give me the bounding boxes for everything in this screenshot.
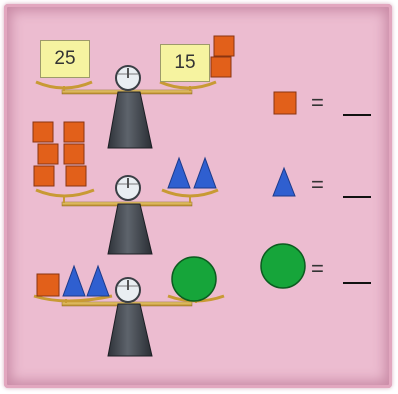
triangle-weight (168, 158, 190, 188)
scale-2-base (108, 204, 152, 254)
scale-3-base (108, 304, 152, 356)
scale-2-right-pan (162, 190, 218, 196)
scale-3-left-load (37, 266, 109, 296)
square-weight (64, 144, 84, 164)
square-weight (66, 166, 86, 186)
scale-2 (36, 176, 218, 254)
left-value: 25 (54, 48, 75, 70)
circle-icon (261, 244, 305, 288)
square-equals: = (311, 92, 324, 114)
right-value-card: 15 (160, 44, 210, 82)
square-weight (38, 144, 58, 164)
scale-2-right-load (168, 158, 216, 188)
triangle-equals: = (311, 174, 324, 196)
right-value: 15 (174, 52, 195, 74)
square-icon (274, 92, 296, 114)
triangle-icon (273, 168, 295, 196)
scale-2-left-load (33, 122, 86, 186)
triangle-answer-blank[interactable] (343, 196, 371, 198)
square-weight (211, 57, 231, 77)
triangle-weight (87, 266, 109, 296)
circle-equals: = (311, 258, 324, 280)
triangle-weight (194, 158, 216, 188)
scale-2-left-pan (36, 190, 94, 196)
scale-1-base (108, 92, 152, 148)
scale-3-left-pan (34, 296, 112, 301)
square-answer-blank[interactable] (343, 114, 371, 116)
left-value-card: 25 (40, 40, 90, 78)
triangle-weight (63, 266, 85, 296)
square-weight (64, 122, 84, 142)
circle-weight (172, 257, 216, 301)
square-weight (37, 274, 59, 296)
scale-1-right-pan (160, 82, 216, 88)
square-weight (214, 36, 234, 56)
circle-answer-blank[interactable] (343, 282, 371, 284)
square-weight (34, 166, 54, 186)
square-weight (33, 122, 53, 142)
